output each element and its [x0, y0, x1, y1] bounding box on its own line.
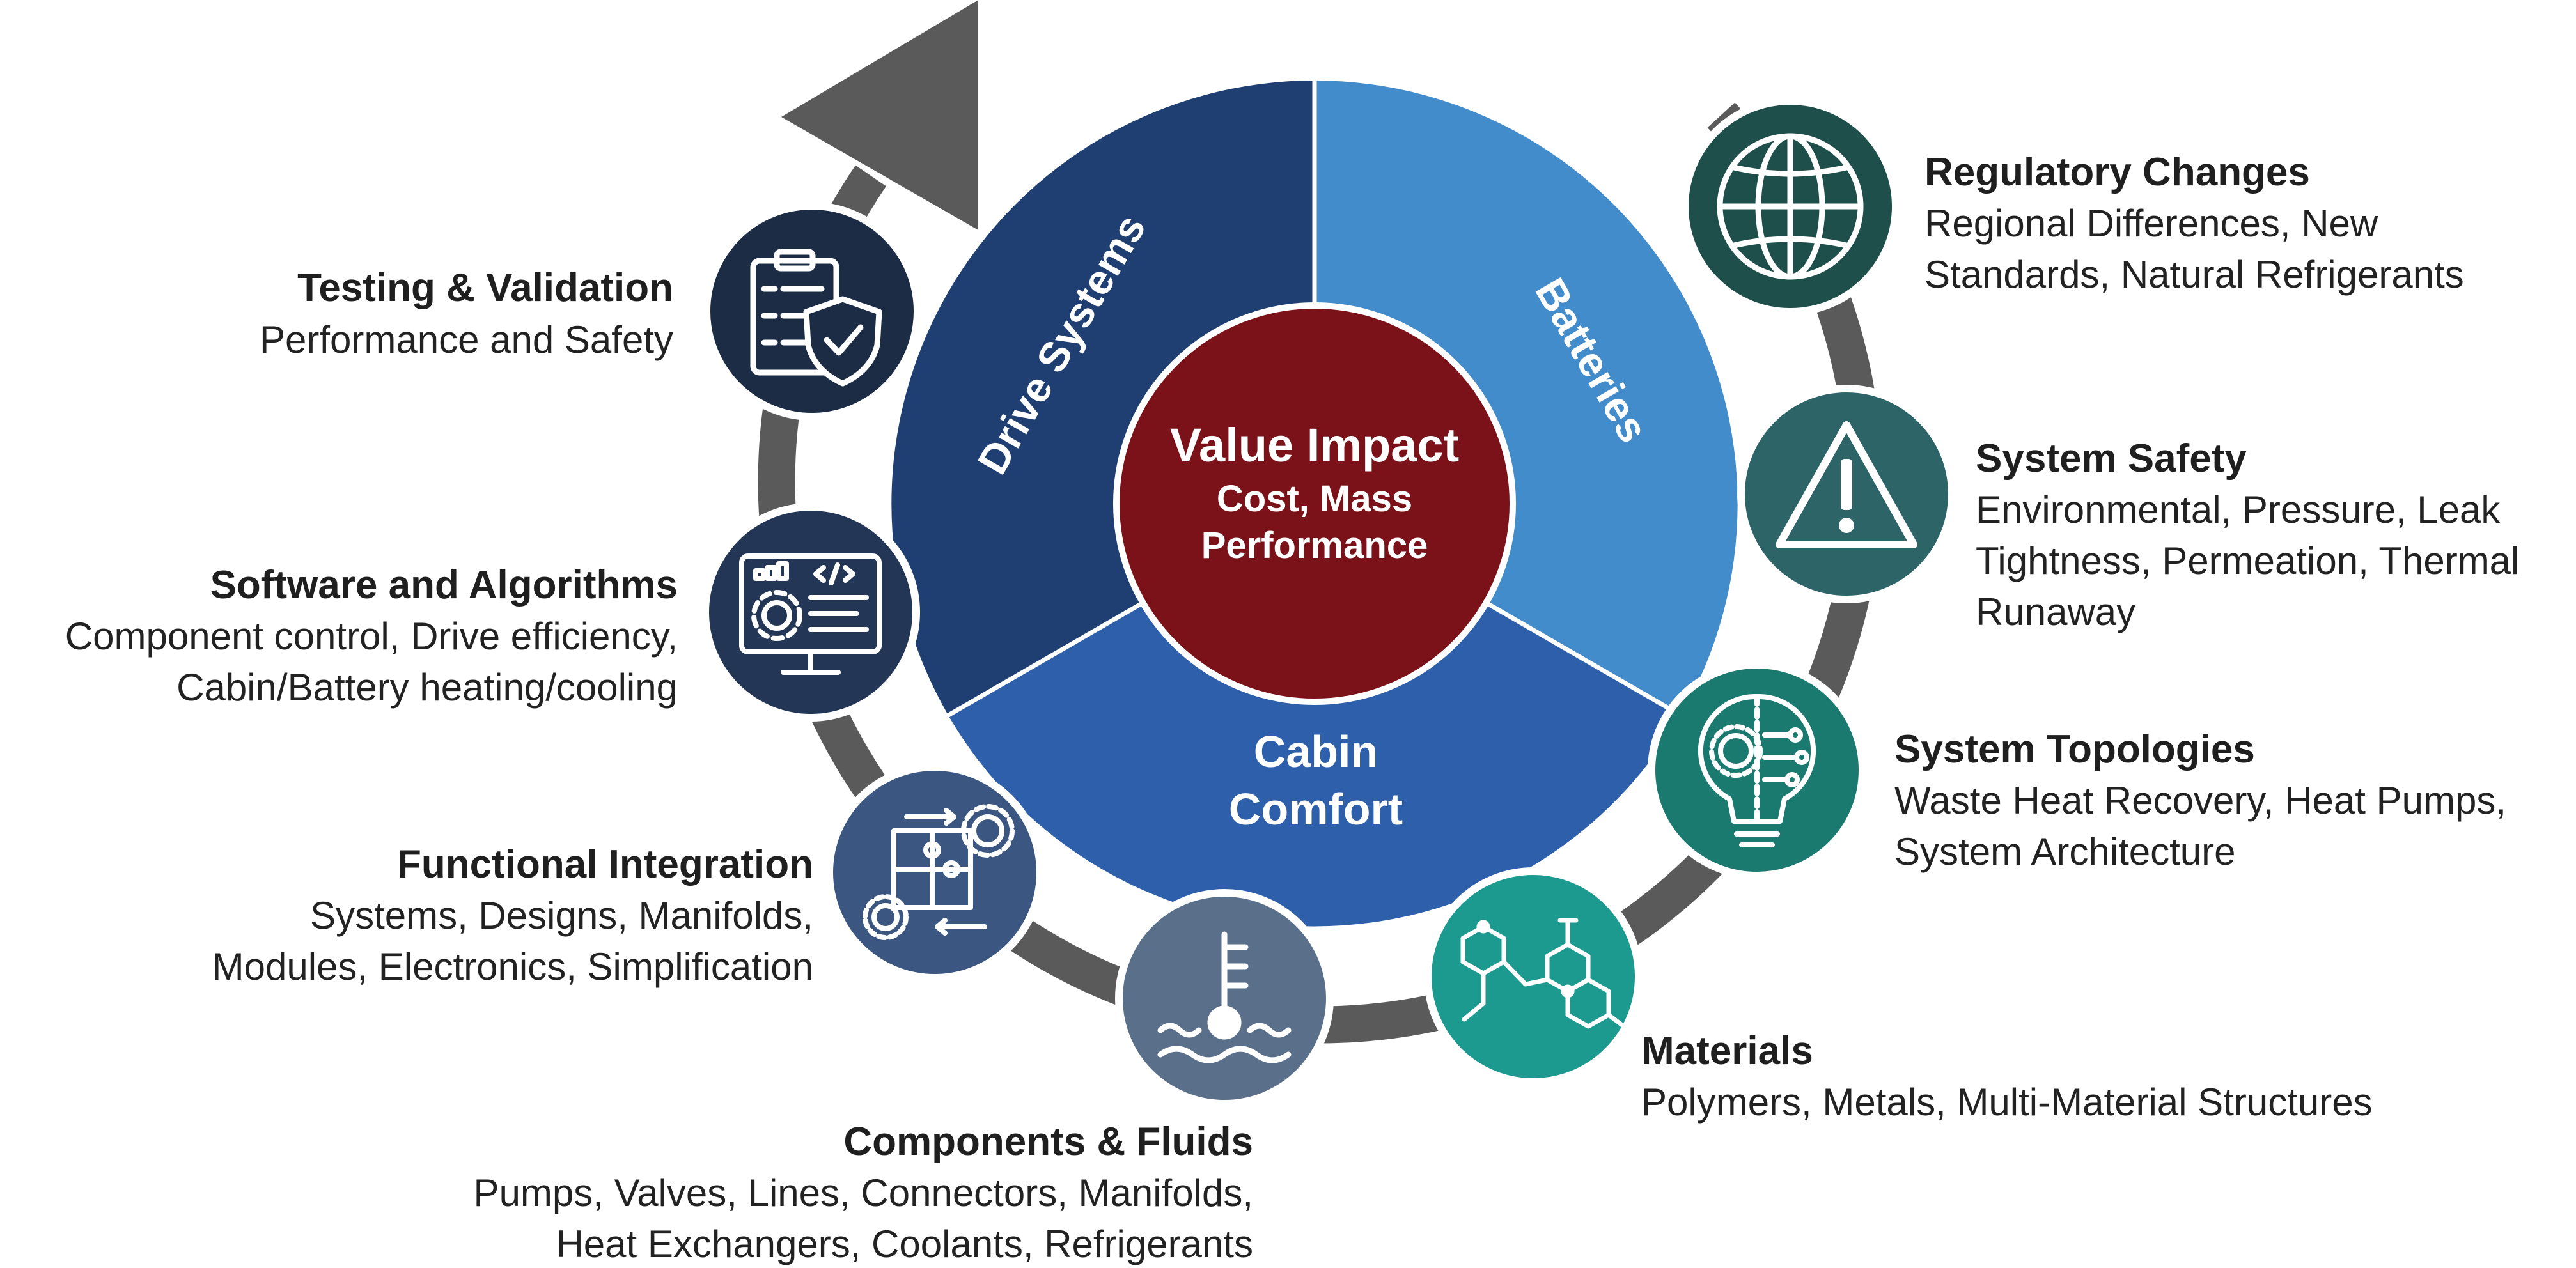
bubble-safety — [1737, 385, 1956, 603]
center-line-1: Cost, Mass — [1217, 478, 1412, 520]
label-topologies: System Topologies Waste Heat Recovery, H… — [1894, 727, 2506, 873]
software-desc-1: Component control, Drive efficiency, — [65, 615, 678, 658]
label-components: Components & Fluids Pumps, Valves, Lines… — [474, 1120, 1253, 1265]
regulatory-desc-2: Standards, Natural Refrigerants — [1924, 253, 2464, 296]
bubble-testing — [703, 202, 921, 421]
components-title: Components & Fluids — [843, 1120, 1253, 1164]
topologies-desc-1: Waste Heat Recovery, Heat Pumps, — [1894, 779, 2506, 822]
bubble-topologies — [1648, 661, 1866, 879]
bubble-materials — [1424, 867, 1643, 1086]
coolant-temperature-icon — [1157, 931, 1292, 1063]
materials-title: Materials — [1641, 1029, 1813, 1073]
cycle-arrow-head — [781, 0, 978, 230]
puzzle-gears-icon — [863, 804, 1015, 940]
segment-cabin-comfort — [948, 504, 1681, 927]
software-desc-2: Cabin/Battery heating/cooling — [176, 666, 678, 709]
label-regulatory: Regulatory Changes Regional Differences,… — [1924, 150, 2464, 296]
center-value-impact — [1113, 302, 1516, 705]
label-safety: System Safety Environmental, Pressure, L… — [1976, 437, 2519, 633]
center-line-2: Performance — [1201, 525, 1428, 566]
label-materials: Materials Polymers, Metals, Multi-Materi… — [1641, 1029, 2373, 1124]
safety-desc-2: Tightness, Permeation, Thermal — [1976, 539, 2519, 582]
topologies-desc-2: System Architecture — [1894, 830, 2236, 873]
molecule-structure-icon — [1460, 918, 1630, 1032]
label-functional: Functional Integration Systems, Designs,… — [212, 842, 813, 988]
functional-desc-1: Systems, Designs, Manifolds, — [310, 894, 813, 937]
bubble-components — [1115, 889, 1334, 1108]
topologies-title: System Topologies — [1894, 727, 2255, 771]
bubble-functional — [825, 763, 1044, 982]
label-software: Software and Algorithms Component contro… — [65, 563, 678, 709]
functional-title: Functional Integration — [397, 842, 813, 886]
testing-title: Testing & Validation — [297, 266, 673, 310]
safety-desc-3: Runaway — [1976, 591, 2135, 633]
label-testing: Testing & Validation Performance and Saf… — [260, 266, 673, 361]
regulatory-desc-1: Regional Differences, New — [1924, 202, 2378, 245]
segment-label-cabin-comfort-1: Cabin — [1254, 727, 1378, 777]
checklist-shield-icon — [750, 249, 882, 387]
monitor-code-gear-icon — [739, 553, 882, 675]
lightbulb-circuit-icon — [1698, 693, 1816, 847]
bubble-regulatory — [1681, 97, 1900, 316]
software-title: Software and Algorithms — [210, 563, 678, 607]
materials-desc-1: Polymers, Metals, Multi-Material Structu… — [1641, 1081, 2373, 1124]
components-desc-2: Heat Exchangers, Coolants, Refrigerants — [556, 1223, 1253, 1265]
regulatory-title: Regulatory Changes — [1924, 150, 2310, 194]
components-desc-1: Pumps, Valves, Lines, Connectors, Manifo… — [474, 1171, 1253, 1214]
center-title: Value Impact — [1170, 419, 1459, 472]
bubble-software — [701, 503, 920, 722]
safety-title: System Safety — [1976, 437, 2247, 481]
functional-desc-2: Modules, Electronics, Simplification — [212, 945, 813, 988]
safety-desc-1: Environmental, Pressure, Leak — [1976, 488, 2501, 531]
warning-triangle-icon — [1776, 421, 1917, 548]
globe-icon — [1717, 133, 1864, 280]
segment-label-cabin-comfort-2: Comfort — [1229, 784, 1403, 834]
testing-desc-1: Performance and Safety — [260, 318, 673, 361]
